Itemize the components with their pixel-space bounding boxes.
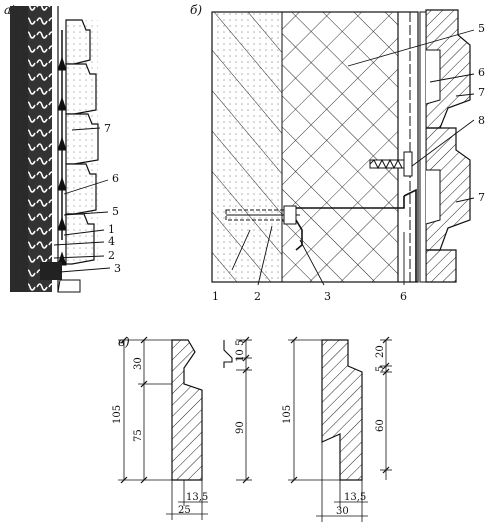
board-notch-left <box>223 340 233 368</box>
base-block <box>40 262 62 280</box>
panel-c: в) 105 30 75 <box>112 335 392 522</box>
panel-a: а) <box>4 3 121 293</box>
dim-left-13-5: 13,5 <box>186 492 208 503</box>
dim-left-30: 30 <box>133 357 144 370</box>
callout-a-1: 1 <box>108 223 115 236</box>
dim-left-105: 105 <box>112 405 123 424</box>
board-profile-left <box>171 339 203 481</box>
dim-left-5: 5 <box>235 340 246 346</box>
dim-left-90: 90 <box>235 421 246 434</box>
callout-b-6: 6 <box>478 66 485 79</box>
insulation-layer <box>28 6 52 292</box>
callout-a-3: 3 <box>114 262 121 275</box>
callout-b-7-bottom: 7 <box>478 191 485 204</box>
board-profile-right <box>321 339 363 481</box>
anchor-dowel <box>225 205 300 225</box>
dim-right-5: 5 <box>375 366 386 372</box>
callout-b-8: 8 <box>478 114 485 127</box>
panel-b: б) <box>190 3 485 303</box>
callout-b-1: 1 <box>212 290 219 303</box>
siding-boards <box>419 9 471 283</box>
mounting-bracket <box>295 188 417 282</box>
callout-a-5: 5 <box>112 205 119 218</box>
callout-b-3: 3 <box>324 290 331 303</box>
airflow-arrows <box>57 30 67 266</box>
callout-a-6: 6 <box>112 172 119 185</box>
callout-a-2: 2 <box>108 249 115 262</box>
callout-a-7: 7 <box>104 122 111 135</box>
dim-left-25: 25 <box>178 505 191 516</box>
callout-b-7-top: 7 <box>478 86 485 99</box>
dim-right-13-5: 13,5 <box>344 492 366 503</box>
dim-right-60: 60 <box>375 419 386 432</box>
callout-b-2: 2 <box>254 290 261 303</box>
dim-right-20: 20 <box>375 345 386 358</box>
screw <box>369 151 413 177</box>
insulation-layer <box>282 12 398 282</box>
dim-right-30: 30 <box>336 506 349 517</box>
panel-b-label: б) <box>190 3 202 17</box>
callout-b-6-bottom: 6 <box>400 290 407 303</box>
dim-left-75: 75 <box>133 429 144 442</box>
dim-right-105: 105 <box>282 405 293 424</box>
dim-left-10: 10 <box>235 349 246 362</box>
callout-a-4: 4 <box>108 235 115 248</box>
callout-b-5: 5 <box>478 22 485 35</box>
